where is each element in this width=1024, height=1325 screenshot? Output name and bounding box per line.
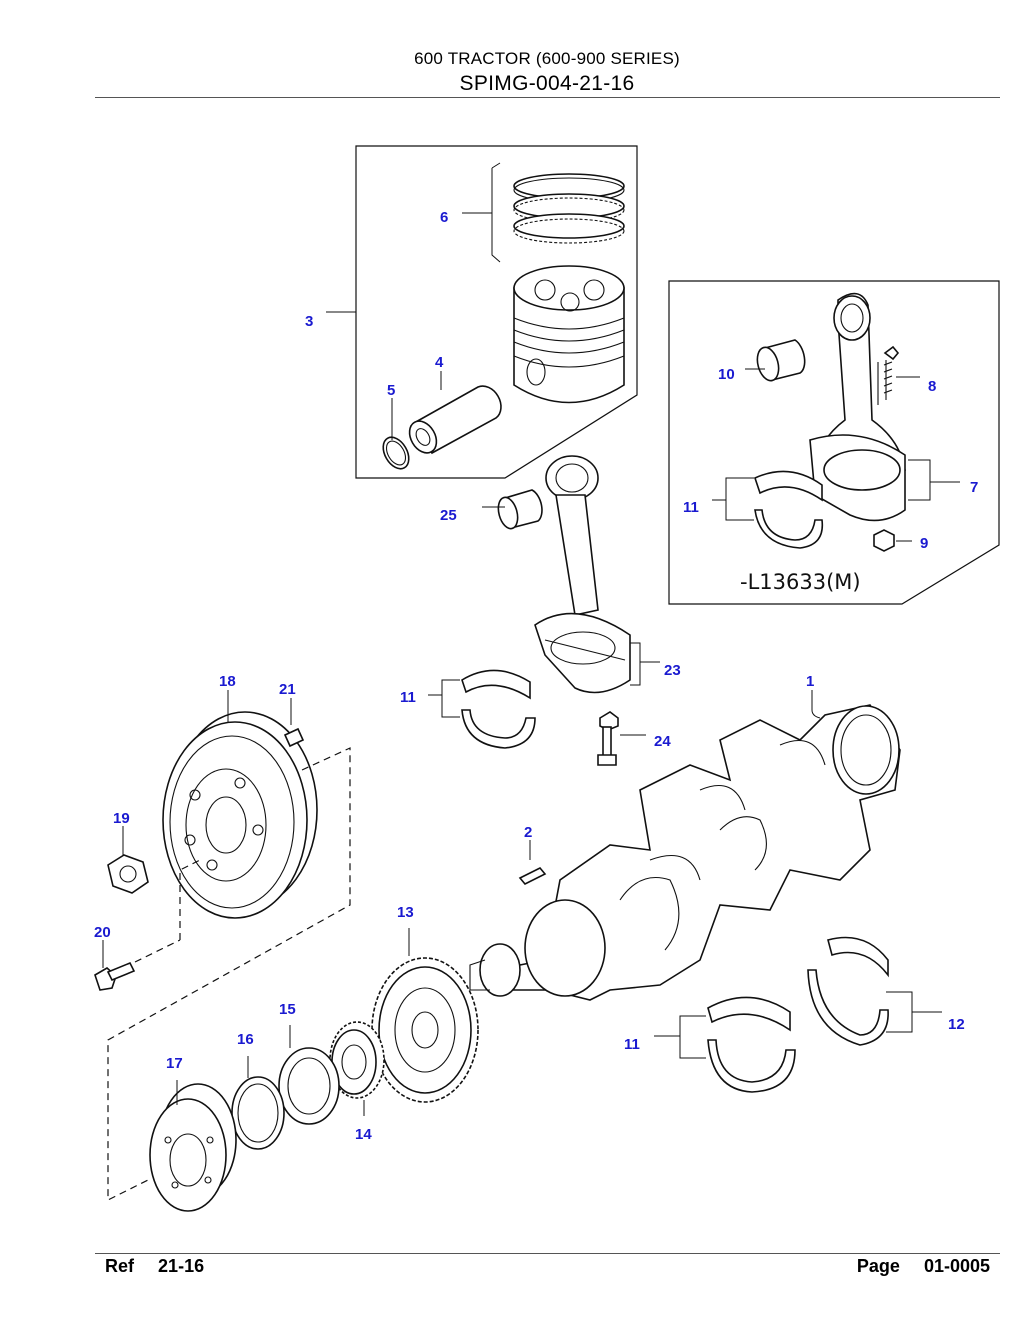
oil-seal-16	[278, 1047, 340, 1125]
callout-11-center: 11	[400, 689, 416, 706]
crank-pulley	[162, 711, 318, 919]
callout-19: 18	[219, 673, 236, 690]
conrod-bush-10	[756, 339, 806, 382]
main-bearing-12	[707, 996, 796, 1093]
key-2	[518, 867, 547, 885]
callout-25: 25	[440, 507, 457, 524]
thrust-bearing-13	[807, 936, 889, 1046]
callout-5: 5	[387, 382, 395, 399]
callout-10: 10	[718, 366, 735, 383]
nut-20	[107, 854, 149, 894]
spacer-17	[231, 1076, 285, 1150]
callout-23: 23	[664, 662, 681, 679]
nut-9	[873, 529, 895, 552]
conrod-bolt-24	[597, 711, 619, 766]
roll-pin-22	[283, 727, 305, 748]
footer-ref: Ref 21-16	[105, 1256, 204, 1277]
callout-1: 1	[806, 673, 814, 690]
conrod-upper-right	[809, 292, 906, 522]
idler-gear-15	[329, 1021, 385, 1099]
ref-label: Ref	[105, 1256, 135, 1276]
snap-ring	[382, 436, 410, 470]
callout-7: 7	[970, 479, 978, 496]
callout-22: 21	[279, 681, 296, 698]
piston-pin	[408, 385, 502, 455]
callout-3: 3	[305, 313, 313, 330]
callout-4: 4	[435, 354, 444, 371]
piston-rings	[513, 173, 625, 244]
crank-gear-14	[371, 957, 479, 1103]
callout-12: 11	[624, 1036, 640, 1053]
callout-21: 20	[94, 924, 111, 941]
callout-18: 17	[166, 1055, 183, 1072]
crankshaft	[469, 704, 901, 1001]
bearing-shells-center	[461, 669, 536, 749]
callout-11-right: 11	[683, 499, 699, 516]
callout-24: 24	[654, 733, 671, 750]
callout-14: 13	[397, 904, 414, 921]
diagram-code: SPIMG-004-21-16	[459, 72, 635, 95]
conrod-kit-box	[668, 280, 1000, 605]
bearing-shells-right	[754, 470, 824, 549]
conrod-bush-25	[497, 489, 543, 530]
footer-page: Page 01-0005	[857, 1256, 990, 1277]
bolt-21	[94, 961, 136, 991]
callout-17: 16	[237, 1031, 254, 1048]
callout-16: 15	[279, 1001, 296, 1018]
hub-18	[149, 1083, 237, 1212]
callout-8: 8	[928, 378, 936, 395]
ref-value: 21-16	[158, 1256, 205, 1276]
callout-13: 12	[948, 1016, 965, 1033]
callout-9: 9	[920, 535, 928, 552]
header-divider	[95, 97, 1000, 98]
callout-2: 2	[524, 824, 532, 841]
page-title: 600 TRACTOR (600-900 SERIES)	[414, 49, 680, 68]
callout-20: 19	[113, 810, 130, 827]
piston-kit-box	[355, 145, 638, 479]
variant-label: -L13633(M)	[740, 570, 861, 594]
page-value: 01-0005	[923, 1256, 990, 1276]
callout-15: 14	[355, 1126, 372, 1143]
piston	[513, 265, 625, 404]
page-label: Page	[856, 1256, 900, 1276]
callout-6: 6	[440, 209, 448, 226]
connecting-rod	[534, 455, 631, 694]
footer-divider	[95, 1253, 1000, 1254]
